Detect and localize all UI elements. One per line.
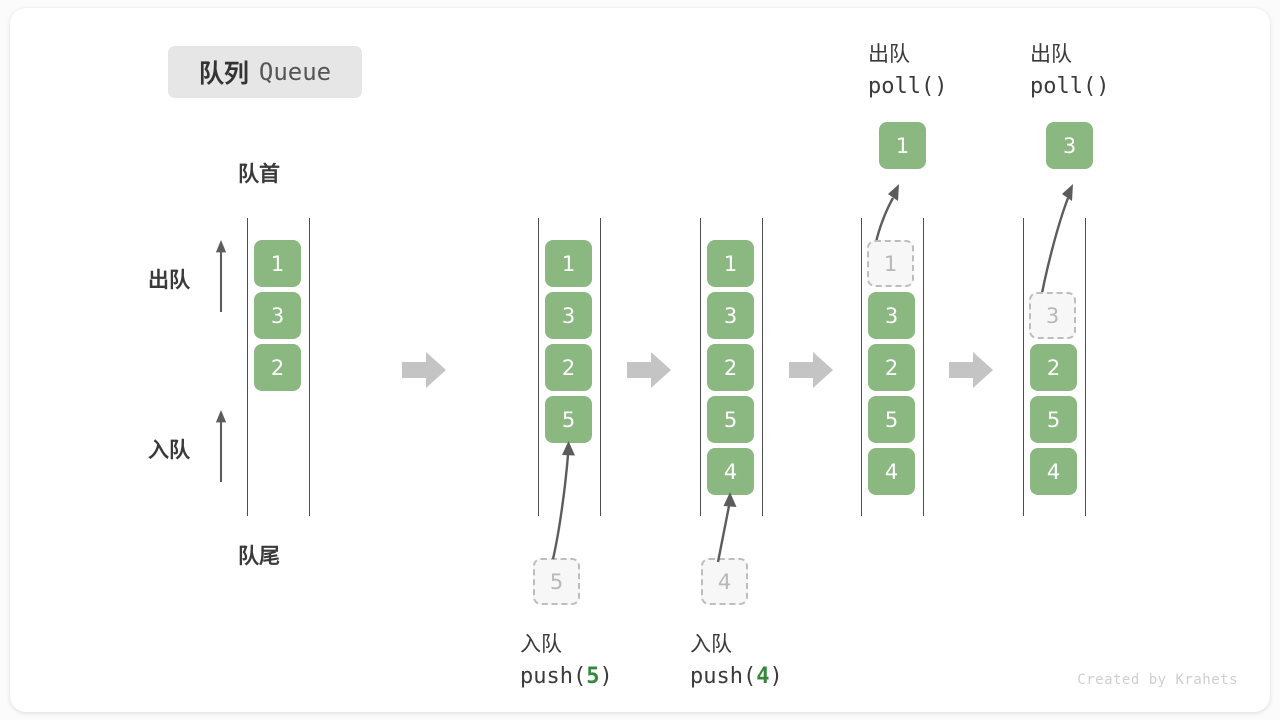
push-motion-arrow-icon [551, 441, 575, 560]
queue-rail-left [247, 218, 248, 516]
queue-cell-new: 5 [545, 396, 592, 443]
queue-cell: 1 [254, 240, 301, 287]
popped-cell: 1 [879, 122, 926, 169]
queue-cell: 3 [545, 292, 592, 339]
title-cn: 队列 [198, 59, 249, 88]
queue-cell: 5 [868, 396, 915, 443]
enqueue-direction-arrow-icon [215, 410, 227, 482]
queue-cell: 3 [254, 292, 301, 339]
step-caption-code: push(4) [690, 664, 783, 689]
flow-arrow-icon [789, 352, 833, 388]
dequeue-direction-arrow-icon [215, 240, 227, 312]
queue-cell: 3 [707, 292, 754, 339]
flow-arrow-icon [949, 352, 993, 388]
queue-rail-left [700, 218, 701, 516]
queue-tail-label: 队尾 [238, 544, 280, 568]
popped-cell: 3 [1046, 122, 1093, 169]
title-badge: 队列 Queue [168, 46, 362, 98]
queue-cell: 2 [254, 344, 301, 391]
queue-rail-right [309, 218, 310, 516]
queue-rail-right [1085, 218, 1086, 516]
step-caption-cn: 出队 [1030, 42, 1072, 66]
queue-rail-right [923, 218, 924, 516]
queue-cell: 5 [1030, 396, 1077, 443]
title-en: Queue [258, 58, 332, 86]
queue-cell: 2 [868, 344, 915, 391]
queue-cell-ghost: 1 [867, 240, 914, 287]
queue-cell-new: 4 [707, 448, 754, 495]
flow-arrow-icon [627, 352, 671, 388]
queue-cell: 1 [545, 240, 592, 287]
queue-rail-right [762, 218, 763, 516]
queue-cell: 1 [707, 240, 754, 287]
enqueue-direction-label: 入队 [148, 438, 190, 462]
queue-rail-left [1023, 218, 1024, 516]
step-caption-code: poll() [1030, 74, 1110, 99]
dequeue-direction-label: 出队 [148, 268, 190, 292]
push-motion-arrow-icon [716, 492, 737, 563]
step-caption-cn: 入队 [690, 632, 732, 656]
queue-cell: 5 [707, 396, 754, 443]
queue-rail-left [861, 218, 862, 516]
queue-cell: 4 [868, 448, 915, 495]
push-argument: 4 [756, 664, 770, 689]
poll-motion-arrow-icon [1038, 184, 1073, 305]
step-caption-cn: 入队 [520, 632, 562, 656]
queue-cell: 4 [1030, 448, 1077, 495]
flow-arrow-icon [402, 352, 446, 388]
push-argument: 5 [586, 664, 600, 689]
step-caption-cn: 出队 [868, 42, 910, 66]
diagram-canvas: 队列 Queue 队首 队尾 出队 入队 1 3 2 1 3 2 5 5 [10, 8, 1270, 712]
queue-cell: 2 [545, 344, 592, 391]
queue-cell: 2 [707, 344, 754, 391]
queue-cell: 3 [868, 292, 915, 339]
queue-cell-ghost: 3 [1029, 292, 1076, 339]
step-caption-code: push(5) [520, 664, 613, 689]
queue-rail-left [538, 218, 539, 516]
credit-text: Created by Krahets [1077, 672, 1238, 688]
queue-head-label: 队首 [238, 162, 280, 186]
incoming-ghost-cell: 4 [701, 558, 748, 605]
incoming-ghost-cell: 5 [533, 558, 580, 605]
step-caption-code: poll() [868, 74, 948, 99]
queue-cell: 2 [1030, 344, 1077, 391]
queue-rail-right [600, 218, 601, 516]
